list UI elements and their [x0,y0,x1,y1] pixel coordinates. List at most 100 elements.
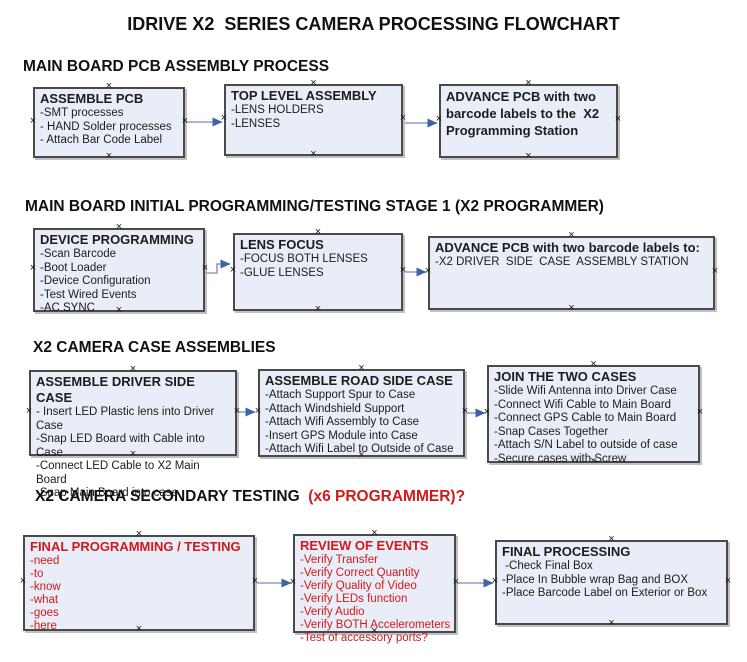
connection-handle-icon [104,152,114,162]
box-item: -Snap Cases Together [494,425,609,438]
box-item: - Attach Bar Code Label [40,134,163,146]
connection-handle-icon [482,408,492,418]
box-title: ADVANCE PCB with two barcode labels to t… [446,89,603,138]
box-items: -Slide Wifi Antenna into Driver Case-Con… [494,385,695,466]
section-heading-initial-programming: MAIN BOARD INITIAL PROGRAMMING/TESTING S… [25,198,604,216]
connection-handle-icon [18,577,28,587]
box-item: -AC SYNC [40,302,95,314]
box-item: -Snap Main Board into case [36,487,178,499]
box-item: -Attach S/N Label to outside of case [494,439,678,451]
connection-handle-icon [490,577,500,587]
section-heading-case-assemblies: X2 CAMERA CASE ASSEMBLIES [33,339,276,357]
box-item: -Place Barcode Label on Exterior or Box [502,587,708,599]
connection-handle-icon [434,115,444,125]
section-heading-pcb-assembly: MAIN BOARD PCB ASSEMBLY PROCESS [23,58,329,76]
box-items: -need-to-know-what-goes-here [30,555,250,633]
box-item: -Verify BOTH Accelerometers [300,619,451,631]
section-heading-secondary-testing: X2 CAMERA SECONDARY TESTING (x6 PROGRAMM… [35,488,465,506]
connection-handle-icon [607,619,617,629]
flow-box-assemble-road-side-case: ASSEMBLE ROAD SIDE CASE -Attach Support … [258,369,465,457]
connection-handle-icon [309,150,319,160]
flow-box-assemble-pcb: ASSEMBLE PCB -SMT processes- HAND Solder… [33,87,185,158]
box-title: ASSEMBLE DRIVER SIDE CASE [36,374,199,405]
box-item: -Snap LED Board with Cable into Case [36,433,208,459]
section-heading-text: X2 CAMERA CASE ASSEMBLIES [33,339,276,356]
connection-handle-icon [288,578,298,588]
box-item: -LENS HOLDERS [231,104,324,116]
connection-handle-icon [567,304,577,314]
flow-box-advance-pcb-to-driver-side-station: ADVANCE PCB with two barcode labels to: … [428,236,715,310]
box-item: -know [30,581,61,593]
flow-box-lens-focus: LENS FOCUS -FOCUS BOTH LENSES-GLUE LENSE… [233,233,403,311]
connection-handle-icon [613,115,623,125]
flow-box-assemble-driver-side-case: ASSEMBLE DRIVER SIDE CASE - Insert LED P… [29,370,237,499]
box-title: DEVICE PROGRAMMING [40,232,194,247]
flow-box-review-of-events: REVIEW OF EVENTS -Verify Transfer-Verify… [293,534,456,644]
connection-handle-icon [228,266,238,276]
section-heading-text: MAIN BOARD PCB ASSEMBLY PROCESS [23,58,330,75]
connection-handle-icon [232,407,242,417]
box-item: -Verify LEDs function [300,593,408,605]
box-item: -SMT processes [40,107,124,119]
box-item: -Connect Wifi Cable to Main Board [494,398,672,411]
box-item: - HAND Solder processes [40,120,172,133]
box-item: -Place In Bubble wrap Bag and BOX [502,573,689,586]
connection-handle-icon [219,114,229,124]
box-item: -Test of accessory ports? [300,632,428,644]
flow-box-device-programming: DEVICE PROGRAMMING -Scan Barcode-Boot Lo… [33,228,205,314]
box-item: -GLUE LENSES [240,266,324,279]
connection-handle-icon [451,578,461,588]
connection-handle-icon [253,407,263,417]
box-title: LENS FOCUS [240,237,324,252]
connection-handle-icon [24,407,34,417]
box-item: -Attach Wifi Label to Outside of Case [265,443,454,455]
box-item: -Verify Transfer [300,554,378,566]
box-title: ASSEMBLE PCB [40,91,144,106]
connection-handle-icon [200,264,210,274]
flow-box-top-level-assembly: TOP LEVEL ASSEMBLY -LENS HOLDERS-LENSES [224,84,403,156]
box-title: FINAL PROGRAMMING / TESTING [30,539,241,554]
connection-handle-icon [313,305,323,315]
box-items: -FOCUS BOTH LENSES-GLUE LENSES [240,253,398,280]
connection-handle-icon [28,264,38,274]
connection-handle-icon [180,117,190,127]
connection-handle-icon [423,267,433,277]
box-item: - Insert LED Plastic lens into Driver Ca… [36,406,218,432]
box-items: -SMT processes- HAND Solder processes- A… [40,107,180,148]
box-item: -Boot Loader [40,261,107,274]
box-title: FINAL PROCESSING [502,544,631,559]
box-item: -to [30,568,44,580]
box-items: -X2 DRIVER SIDE CASE ASSEMBLY STATION [435,256,710,270]
connection-handle-icon [460,407,470,417]
box-item: -Verify Quality of Video [300,580,417,592]
box-item: -Test Wired Events [40,288,137,301]
connection-handle-icon [710,267,720,277]
box-item: -here [30,620,57,632]
box-items: -Scan Barcode-Boot Loader-Device Configu… [40,248,200,316]
connection-handle-icon [398,266,408,276]
box-item: -need [30,555,60,567]
connection-handle-icon [250,577,260,587]
connection-handle-icon [695,408,705,418]
box-item: -Secure cases with Screw [494,452,627,465]
box-item: -Scan Barcode [40,248,117,260]
box-item: -Verify Correct Quantity [300,567,420,579]
section-heading-suffix: (x6 PROGRAMMER)? [304,488,466,505]
flow-box-join-the-two-cases: JOIN THE TWO CASES -Slide Wifi Antenna i… [487,365,700,466]
box-items: -Check Final Box-Place In Bubble wrap Ba… [502,560,723,601]
section-heading-text: MAIN BOARD INITIAL PROGRAMMING/TESTING S… [25,198,604,215]
box-item: -Verify Audio [300,606,365,618]
box-title: REVIEW OF EVENTS [300,538,429,553]
flow-box-final-processing: FINAL PROCESSING -Check Final Box-Place … [495,540,728,625]
box-item: -Connect GPS Cable to Main Board [494,412,677,424]
box-item: -Connect LED Cable to X2 Main Board [36,460,203,486]
connection-handle-icon [524,152,534,162]
flow-box-final-programming-testing: FINAL PROGRAMMING / TESTING -need-to-kno… [23,535,255,633]
section-heading-text: X2 CAMERA SECONDARY TESTING [35,488,304,505]
page-title: IDRIVE X2 SERIES CAMERA PROCESSING FLOWC… [127,14,620,34]
box-item: -goes [30,607,59,619]
box-item: -what [30,594,59,606]
connector-arrow [206,259,231,274]
box-item: -LENSES [231,117,281,130]
